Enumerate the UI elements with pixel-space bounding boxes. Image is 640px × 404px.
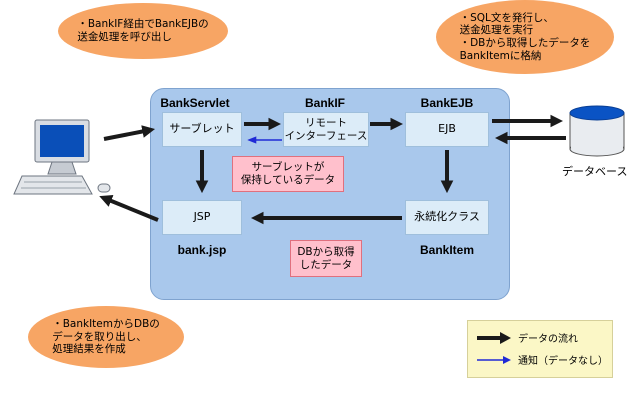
arrow-client-to-servlet bbox=[103, 125, 156, 141]
database-label: データベース bbox=[562, 165, 628, 178]
legend-notify: 通知（データなし） bbox=[476, 352, 608, 367]
ejb-box: EJB bbox=[405, 112, 489, 147]
database-icon bbox=[569, 105, 625, 157]
persistence-class-box: 永続化クラス bbox=[405, 200, 489, 235]
callout-ejb-executes-text: ・SQL文を発行し、 送金処理を実行 ・DBから取得したデータを BankIte… bbox=[459, 11, 591, 62]
legend: データの流れ 通知（データなし） bbox=[467, 320, 613, 378]
legend-data-flow: データの流れ bbox=[476, 330, 578, 345]
callout-servlet-invokes: ・BankIF経由でBankEJBの 送金処理を呼び出し bbox=[58, 3, 228, 59]
jsp-box: JSP bbox=[162, 200, 242, 235]
title-bank-jsp: bank.jsp bbox=[177, 243, 227, 257]
db-data-note: DBから取得 したデータ bbox=[290, 240, 362, 277]
servlet-data-note: サーブレットが 保持しているデータ bbox=[232, 156, 344, 192]
callout-jsp-builds-text: ・BankItemからDBの データを取り出し、 処理結果を作成 bbox=[52, 318, 160, 356]
servlet-box: サーブレット bbox=[162, 112, 242, 147]
title-bankif: BankIF bbox=[304, 96, 345, 110]
title-bankservlet: BankServlet bbox=[160, 96, 230, 110]
computer-icon bbox=[13, 119, 111, 195]
callout-jsp-builds: ・BankItemからDBの データを取り出し、 処理結果を作成 bbox=[28, 306, 184, 368]
title-bankejb: BankEJB bbox=[420, 96, 474, 110]
legend-data-arrow-icon bbox=[477, 331, 511, 344]
legend-notify-arrow-icon bbox=[477, 355, 511, 364]
callout-ejb-executes: ・SQL文を発行し、 送金処理を実行 ・DBから取得したデータを BankIte… bbox=[436, 0, 614, 74]
legend-data-flow-label: データの流れ bbox=[518, 334, 578, 345]
legend-notify-label: 通知（データなし） bbox=[518, 356, 608, 367]
remote-interface-box: リモート インターフェース bbox=[283, 112, 369, 147]
title-bankitem: BankItem bbox=[419, 243, 475, 257]
callout-servlet-invokes-text: ・BankIF経由でBankEJBの 送金処理を呼び出し bbox=[77, 18, 209, 43]
